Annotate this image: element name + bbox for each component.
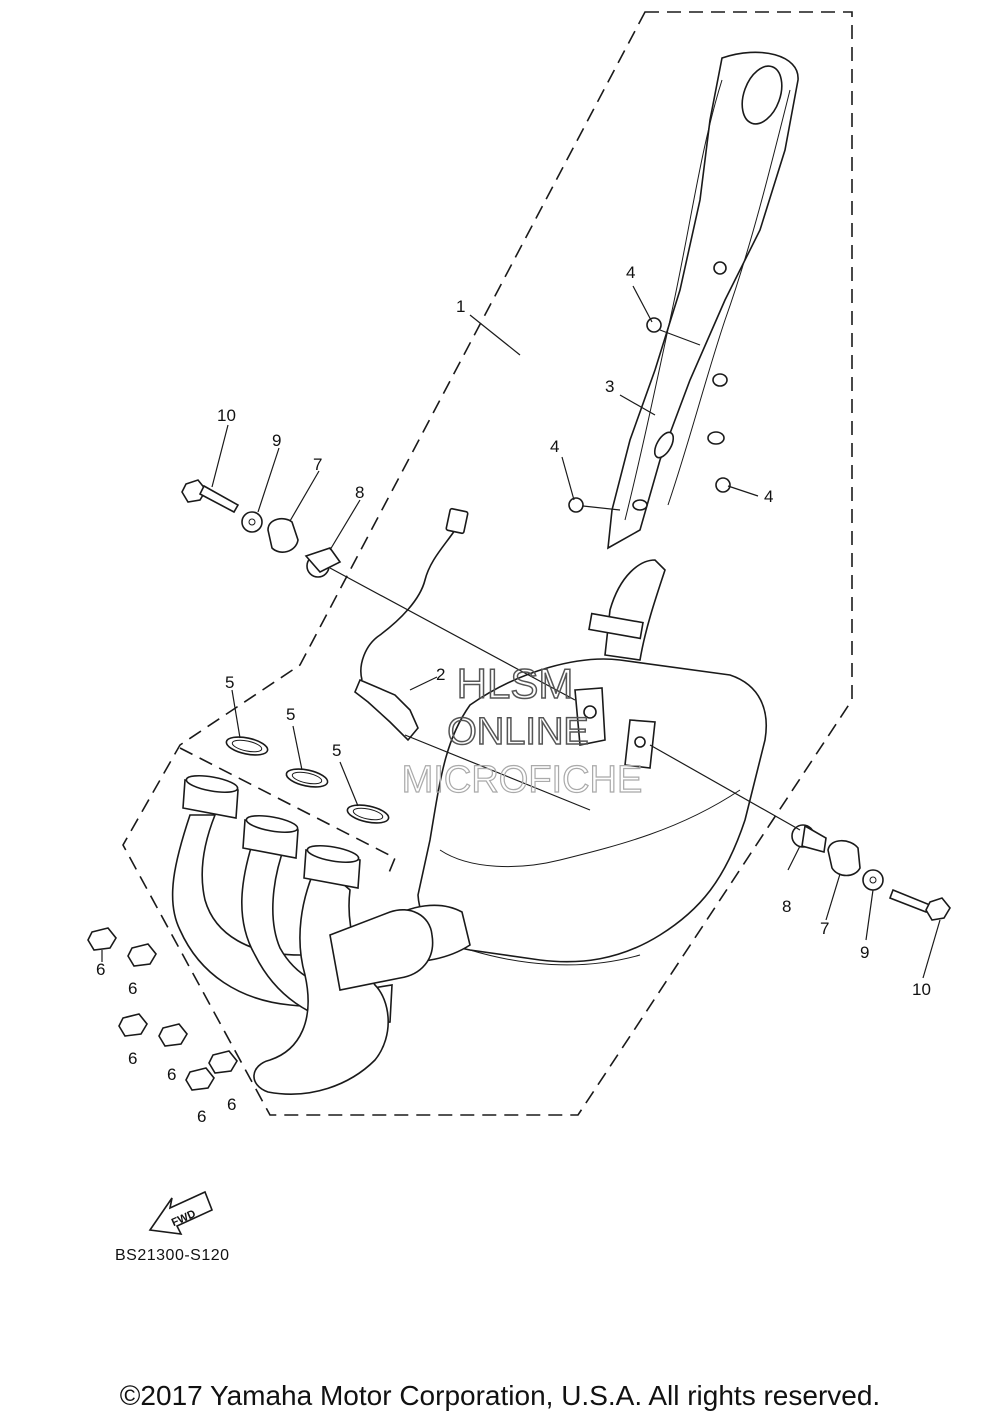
mount-hardware-right [649, 744, 951, 921]
gasket-5-a [225, 736, 269, 756]
callout-6-d: 6 [167, 1065, 176, 1084]
copyright-notice: ©2017 Yamaha Motor Corporation, U.S.A. A… [119, 1380, 881, 1411]
callout-4-left: 4 [550, 437, 559, 456]
callout-3: 3 [605, 377, 614, 396]
callout-6-e: 6 [227, 1095, 236, 1114]
gasket-group-boundary [179, 747, 397, 876]
callout-7-right: 7 [820, 919, 829, 938]
watermark-line-2: ONLINE [447, 711, 588, 753]
callout-6-b: 6 [128, 979, 137, 998]
fwd-arrow: FWD [148, 1190, 214, 1235]
watermark: HLSM ONLINE MICROFICHE [401, 659, 643, 801]
screw-4-left [568, 497, 621, 513]
muffler-body [387, 559, 767, 966]
flange-nuts-6 [87, 927, 238, 1091]
watermark-line-3: MICROFICHE [402, 759, 643, 801]
gasket-5-b [285, 768, 329, 788]
watermark-line-1: HLSM [457, 660, 574, 707]
assembly-1-boundary [122, 11, 853, 1116]
mount-hardware-left [181, 479, 576, 701]
callout-7-left: 7 [313, 455, 322, 474]
callout-9-left: 9 [272, 431, 281, 450]
diagram-code: BS21300-S120 [115, 1247, 230, 1264]
callout-9-right: 9 [860, 943, 869, 962]
callout-5-c: 5 [332, 741, 341, 760]
nut-4-right [715, 477, 731, 493]
callout-5-a: 5 [225, 673, 234, 692]
callout-8-left: 8 [355, 483, 364, 502]
callout-4-top: 4 [626, 263, 635, 282]
callout-8-right: 8 [782, 897, 791, 916]
callout-1: 1 [456, 297, 465, 316]
callout-6-f: 6 [197, 1107, 206, 1126]
heat-protector [607, 51, 799, 550]
leader-lines [101, 285, 941, 979]
callout-labels: 1 2 3 4 4 4 5 5 5 6 6 6 6 6 6 7 7 8 8 9 … [96, 263, 931, 1126]
exhaust-header-pipes [171, 774, 434, 1095]
screw-4-top [646, 317, 701, 346]
callout-10-right: 10 [912, 980, 931, 999]
callout-6-c: 6 [128, 1049, 137, 1068]
callout-4-right: 4 [764, 487, 773, 506]
gasket-5-c [346, 804, 390, 824]
callout-5-b: 5 [286, 705, 295, 724]
callout-2: 2 [436, 665, 445, 684]
o2-sensor [354, 507, 591, 811]
callout-6-a: 6 [96, 960, 105, 979]
callout-10-left: 10 [217, 406, 236, 425]
